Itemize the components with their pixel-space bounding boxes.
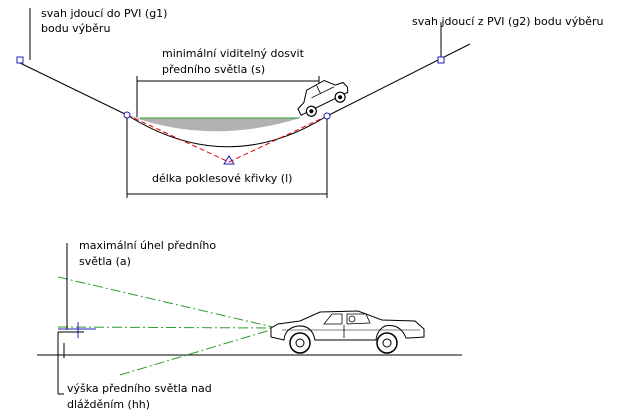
- beam-center: [57, 326, 278, 329]
- slope-in-line: [19, 62, 128, 116]
- beam-lower: [119, 327, 278, 376]
- evc-grip[interactable]: [323, 112, 331, 120]
- sag-curve-diagram: svah jdoucí do PVI (g1) bodu výběru svah…: [16, 7, 603, 198]
- slope-out-line: [326, 43, 471, 117]
- sag-curve: [126, 114, 328, 148]
- sight-distance-label: minimální viditelný dosvit předního svět…: [162, 47, 307, 76]
- slope-in-grip[interactable]: [16, 56, 24, 64]
- bvc-grip[interactable]: [123, 111, 131, 119]
- pvi-tangent-left: [126, 114, 230, 163]
- angle-label: maximální úhel předního světla (a): [79, 239, 220, 268]
- car-on-slope: [297, 79, 349, 117]
- pvi-marker[interactable]: [223, 155, 235, 165]
- height-label: výška předního světla nad dlážděním (hh): [67, 382, 215, 411]
- curve-length-label: délka poklesové křivky (l): [152, 172, 292, 185]
- illuminated-area: [127, 115, 300, 132]
- car: [270, 310, 425, 354]
- slope-out-grip[interactable]: [437, 56, 445, 64]
- beam-upper: [57, 276, 278, 329]
- pvi-tangent-right: [228, 115, 328, 163]
- slope-out-label: svah jdoucí z PVI (g2) bodu výběru: [412, 15, 603, 28]
- headlight-angle-diagram: maximální úhel předního světla (a) výška…: [37, 239, 462, 411]
- slope-in-label: svah jdoucí do PVI (g1) bodu výběru: [41, 7, 171, 35]
